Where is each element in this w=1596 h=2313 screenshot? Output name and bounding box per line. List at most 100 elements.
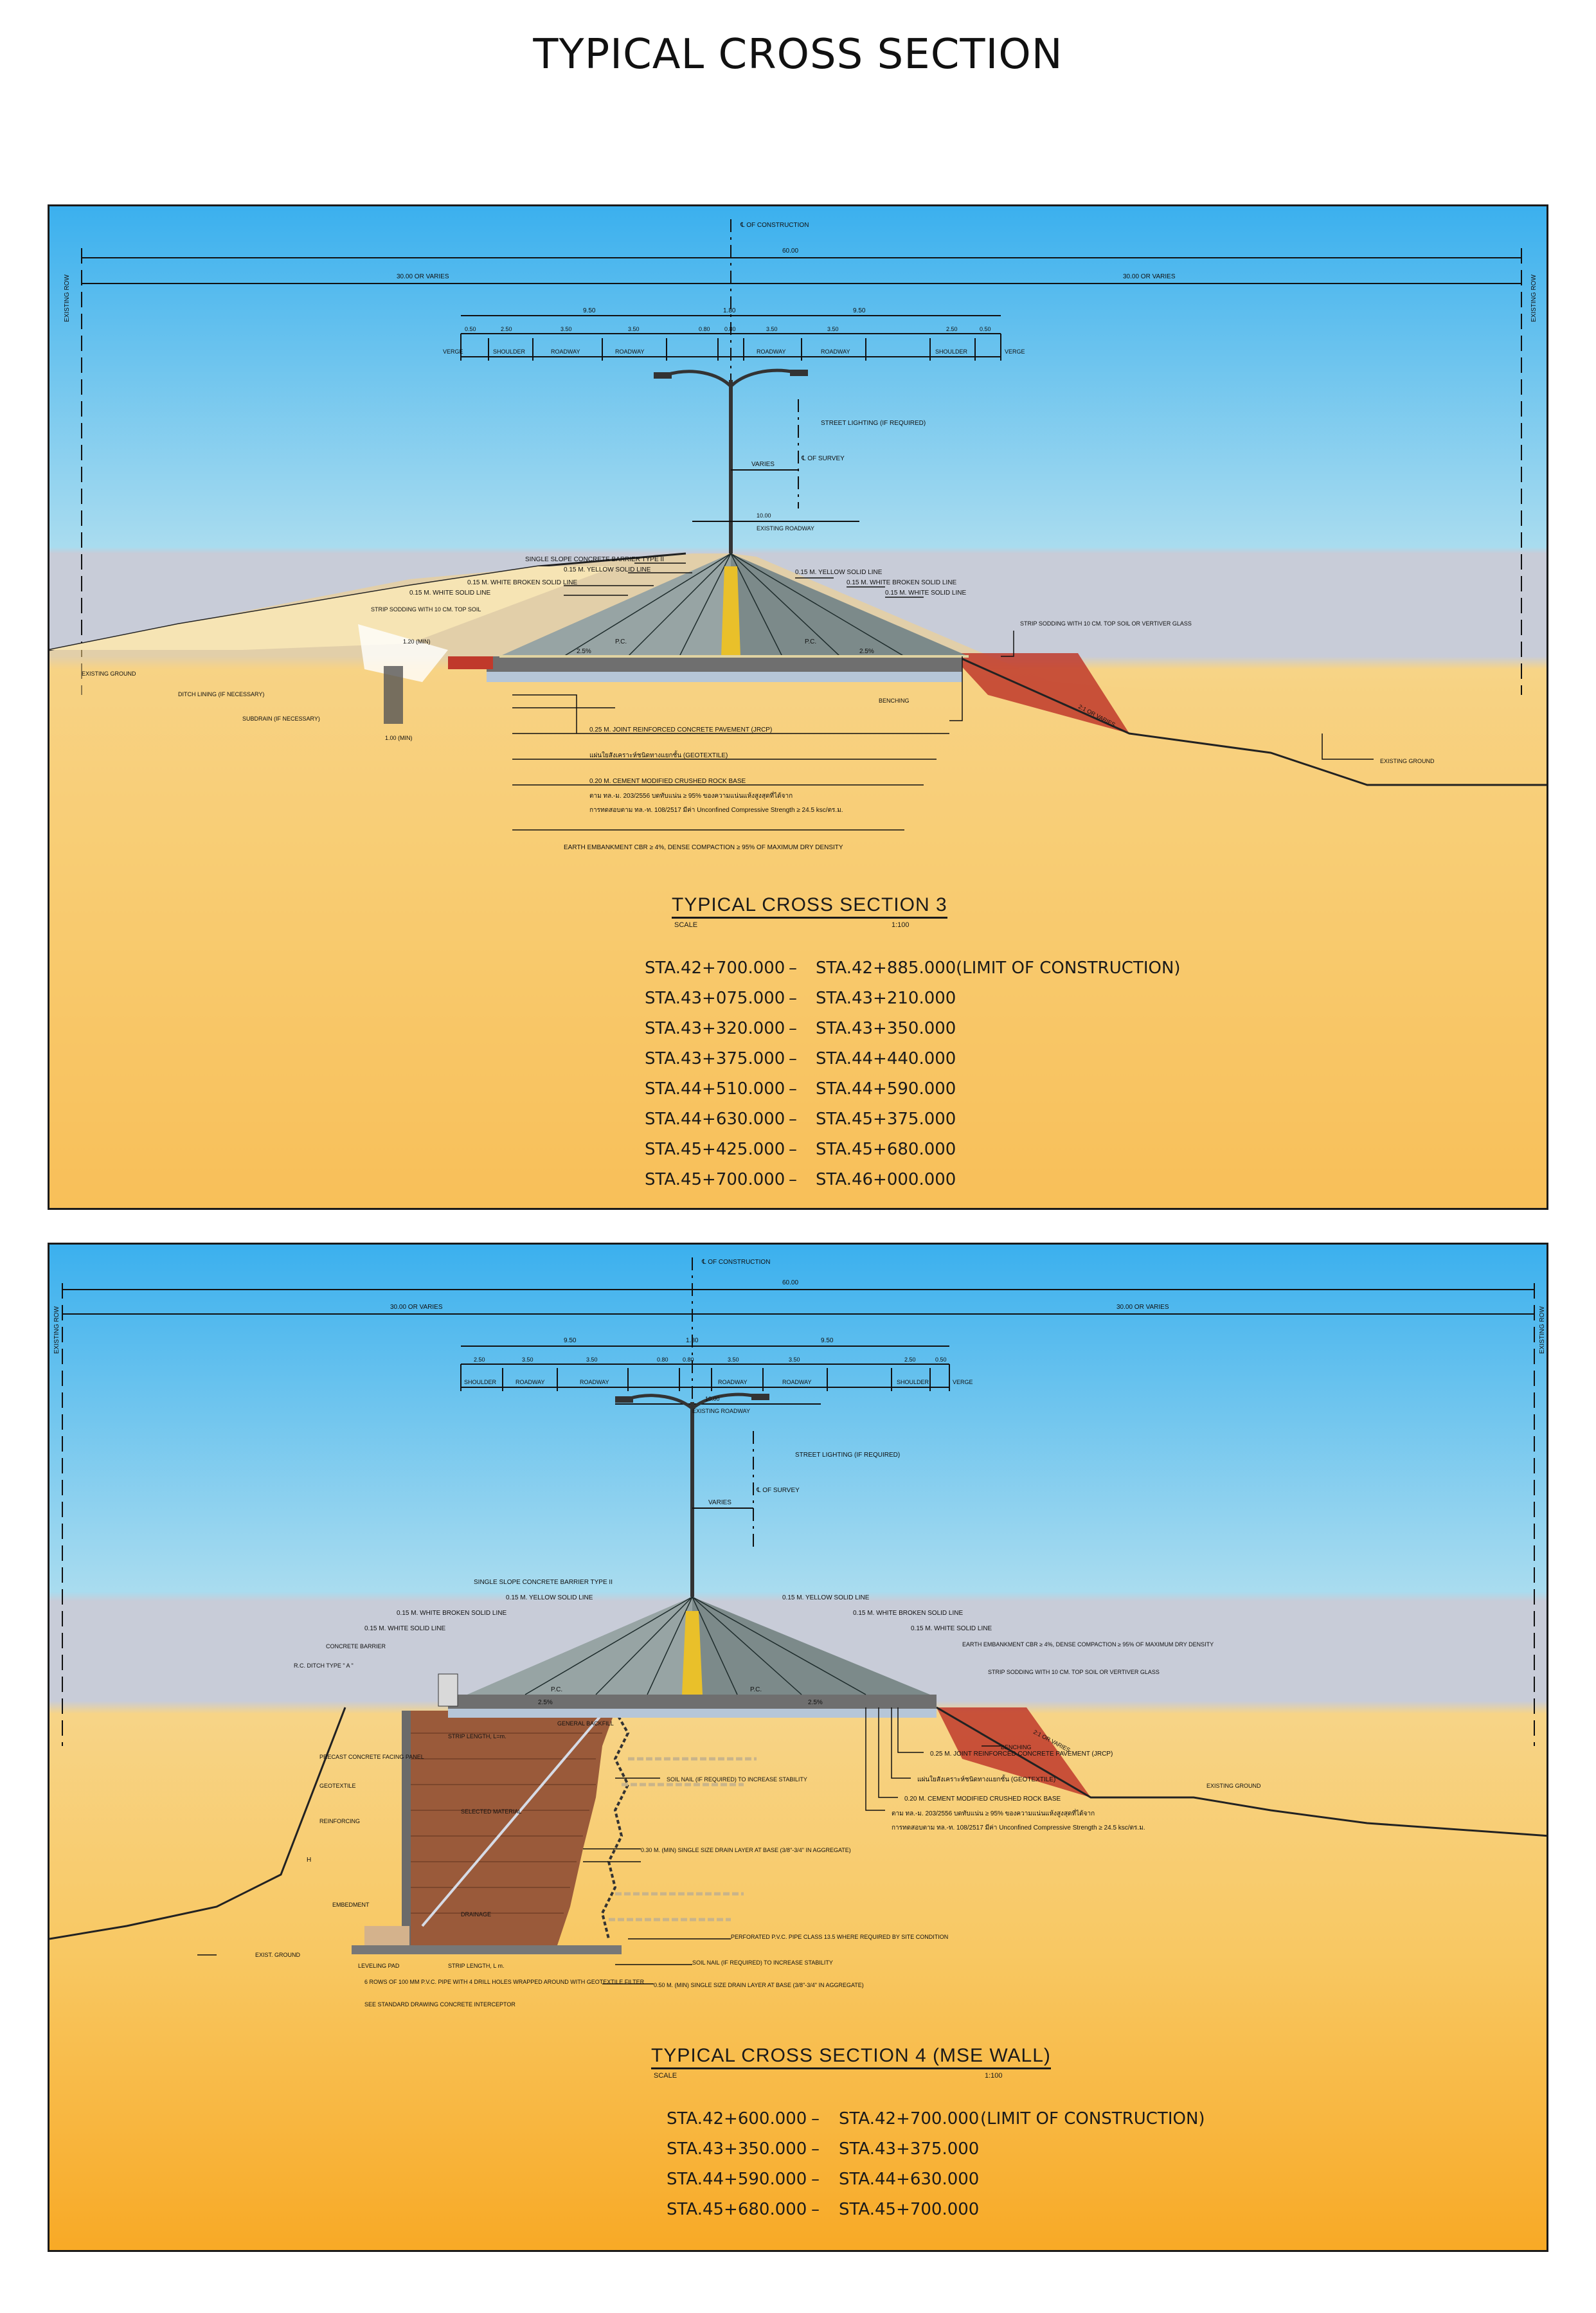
street-lighting-label: STREET LIGHTING (IF REQUIRED): [795, 1452, 900, 1459]
left-width-dim: 30.00 OR VARIES: [390, 1304, 443, 1311]
varies-label: VARIES: [708, 1499, 731, 1506]
cement-base-label: 0.20 M. CEMENT MODIFIED CRUSHED ROCK BAS…: [589, 778, 746, 785]
centerline-label: ℄ OF CONSTRUCTION: [740, 222, 809, 229]
lane-name: ROADWAY: [782, 1379, 812, 1385]
jrcp-label: 0.25 M. JOINT REINFORCED CONCRETE PAVEME…: [930, 1751, 1113, 1758]
station-dash: –: [811, 2109, 820, 2128]
lane-name: ROADWAY: [718, 1379, 748, 1385]
existing-roadway-label: EXISTING ROADWAY: [757, 525, 814, 532]
white-broken-left-label: 0.15 M. WHITE BROKEN SOLID LINE: [397, 1610, 507, 1617]
selected-material-label: SELECTED MATERIAL: [461, 1808, 521, 1815]
lane-dim: 2.50: [474, 1356, 485, 1363]
strip-sodding-label: STRIP SODDING WITH 10 CM. TOP SOIL OR VE…: [988, 1669, 1160, 1675]
yellow-right-label: 0.15 M. YELLOW SOLID LINE: [795, 569, 883, 576]
station-dash: –: [789, 1140, 797, 1159]
total-width-dim: 60.00: [782, 248, 798, 255]
station-dash: –: [789, 989, 797, 1008]
spec-line-2: การทดสอบตาม ทล.-ท. 108/2517 มีค่า Unconf…: [589, 806, 843, 814]
leveling-pad-label: LEVELING PAD: [358, 1963, 400, 1969]
lane-dim: 0.80: [699, 326, 710, 332]
strip-sodding-right-label: STRIP SODDING WITH 10 CM. TOP SOIL OR VE…: [1020, 620, 1192, 627]
lane-dim: 2.50: [946, 326, 958, 332]
station-from: STA.43+075.000: [645, 989, 785, 1008]
drainage-label: DRAINAGE: [461, 1911, 491, 1918]
station-from: STA.44+590.000: [667, 2170, 807, 2189]
lane-name: ROADWAY: [551, 348, 580, 355]
white-broken-left-label: 0.15 M. WHITE BROKEN SOLID LINE: [467, 579, 577, 586]
station-to: STA.43+350.000: [816, 1019, 956, 1038]
station-note: (LIMIT OF CONSTRUCTION): [956, 959, 1181, 978]
lane-name: SHOULDER: [493, 348, 526, 355]
lane-dim: 2.50: [904, 1356, 916, 1363]
lane-dim: 3.50: [586, 1356, 598, 1363]
soil-nail-bottom-label: SOIL NAIL (IF REQUIRED) TO INCREASE STAB…: [692, 1959, 833, 1966]
right-row-label: EXISTING ROW: [1530, 274, 1538, 322]
rc-ditch-label: R.C. DITCH TYPE " A ": [294, 1662, 354, 1669]
reinforcing-label: REINFORCING: [319, 1818, 360, 1824]
white-solid-right-label: 0.15 M. WHITE SOLID LINE: [911, 1625, 992, 1632]
general-backfill-label: GENERAL BACKFILL: [557, 1720, 614, 1727]
station-dash: –: [789, 959, 797, 978]
carriage-left-dim: 9.50: [564, 1337, 577, 1344]
embankment-label: EARTH EMBANKMENT CBR ≥ 4%, DENSE COMPACT…: [564, 844, 843, 851]
cement-base-label: 0.20 M. CEMENT MODIFIED CRUSHED ROCK BAS…: [904, 1796, 1061, 1803]
station-to: STA.44+440.000: [816, 1049, 956, 1068]
station-from: STA.45+700.000: [645, 1170, 785, 1189]
pc-left: P.C.: [615, 638, 627, 645]
pvc-rows-label: 6 ROWS OF 100 MM P.V.C. PIPE WITH 4 DRIL…: [364, 1979, 645, 1985]
station-from: STA.45+425.000: [645, 1140, 785, 1159]
ditch-lining-label: DITCH LINING (IF NECESSARY): [178, 691, 264, 698]
station-dash: –: [811, 2170, 820, 2189]
section-4-title: TYPICAL CROSS SECTION 4 (MSE WALL): [651, 2045, 1051, 2069]
perforated-pipe-label: PERFORATED P.V.C. PIPE CLASS 13.5 WHERE …: [731, 1934, 948, 1940]
benching-label: BENCHING: [1001, 1744, 1032, 1751]
station-to: STA.42+700.000: [839, 2109, 980, 2128]
station-note: (LIMIT OF CONSTRUCTION): [980, 2109, 1205, 2128]
crossfall-right: 2.5%: [808, 1699, 823, 1706]
lane-dim: 0.80: [683, 1356, 694, 1363]
median-dim: 1.80: [723, 307, 736, 314]
lane-dim: 3.50: [728, 1356, 739, 1363]
station-to: STA.45+680.000: [816, 1140, 956, 1159]
lane-name: SHOULDER: [935, 348, 968, 355]
page-title: TYPICAL CROSS SECTION: [533, 31, 1063, 78]
concrete-barrier-label: CONCRETE BARRIER: [326, 1643, 386, 1650]
section-4-scale-value: 1:100: [985, 2072, 1003, 2080]
left-width-dim: 30.00 OR VARIES: [397, 273, 449, 280]
slope-label: 2:1 OR VARIES: [1032, 1729, 1071, 1754]
lane-name: VERGE: [953, 1379, 973, 1385]
station-to: STA.44+630.000: [839, 2170, 980, 2189]
white-solid-right-label: 0.15 M. WHITE SOLID LINE: [885, 590, 966, 597]
station-to: STA.42+885.000: [816, 959, 956, 978]
left-row-label: EXISTING ROW: [53, 1306, 60, 1354]
lane-name: SHOULDER: [464, 1379, 497, 1385]
station-dash: –: [789, 1049, 797, 1068]
strip-sodding-left-label: STRIP SODDING WITH 10 CM. TOP SOIL: [371, 606, 481, 613]
station-to: STA.46+000.000: [816, 1170, 956, 1189]
station-from: STA.45+680.000: [667, 2200, 807, 2219]
white-broken-right-label: 0.15 M. WHITE BROKEN SOLID LINE: [853, 1610, 963, 1617]
lane-dim: 0.80: [657, 1356, 668, 1363]
pc-right: P.C.: [805, 638, 816, 645]
existing-roadway-label: EXISTING ROADWAY: [692, 1408, 750, 1414]
subdrain-label: SUBDRAIN (IF NECESSARY): [242, 716, 320, 722]
cross-section-4-panel: ℄ OF CONSTRUCTION 60.00 30.00 OR VARIES …: [48, 1243, 1548, 2252]
benching-label: BENCHING: [879, 698, 910, 704]
station-to: STA.43+375.000: [839, 2139, 980, 2159]
lane-dim: 0.80: [724, 326, 736, 332]
geotextile-label: GEOTEXTILE: [319, 1783, 356, 1789]
section-3-scale-label: SCALE: [674, 921, 698, 929]
lane-name: ROADWAY: [516, 1379, 545, 1385]
station-dash: –: [789, 1019, 797, 1038]
lane-name: ROADWAY: [615, 348, 645, 355]
strip-length-bottom-label: STRIP LENGTH, L m.: [448, 1963, 505, 1969]
geotextile-th-label: แผ่นใยสังเคราะห์ชนิดทางแยกชั้น (GEOTEXTI…: [917, 1774, 1055, 1783]
spec-line-1: ตาม ทล.-ม. 203/2556 บดทับแน่น ≥ 95% ของค…: [892, 1808, 1095, 1817]
drain-layer-bottom-label: 0.50 M. (MIN) SINGLE SIZE DRAIN LAYER AT…: [654, 1982, 864, 1988]
station-to: STA.43+210.000: [816, 989, 956, 1008]
lane-dim: 0.50: [935, 1356, 947, 1363]
slope-left-label: 1.20 (MIN): [403, 638, 431, 645]
slope-right-label: 2:1 OR VARIES: [1077, 703, 1116, 728]
cross-section-3-panel: ℄ OF CONSTRUCTION 60.00 30.00 OR VARIES …: [48, 204, 1548, 1210]
subdrain-dim: 1.00 (MIN): [385, 735, 413, 741]
